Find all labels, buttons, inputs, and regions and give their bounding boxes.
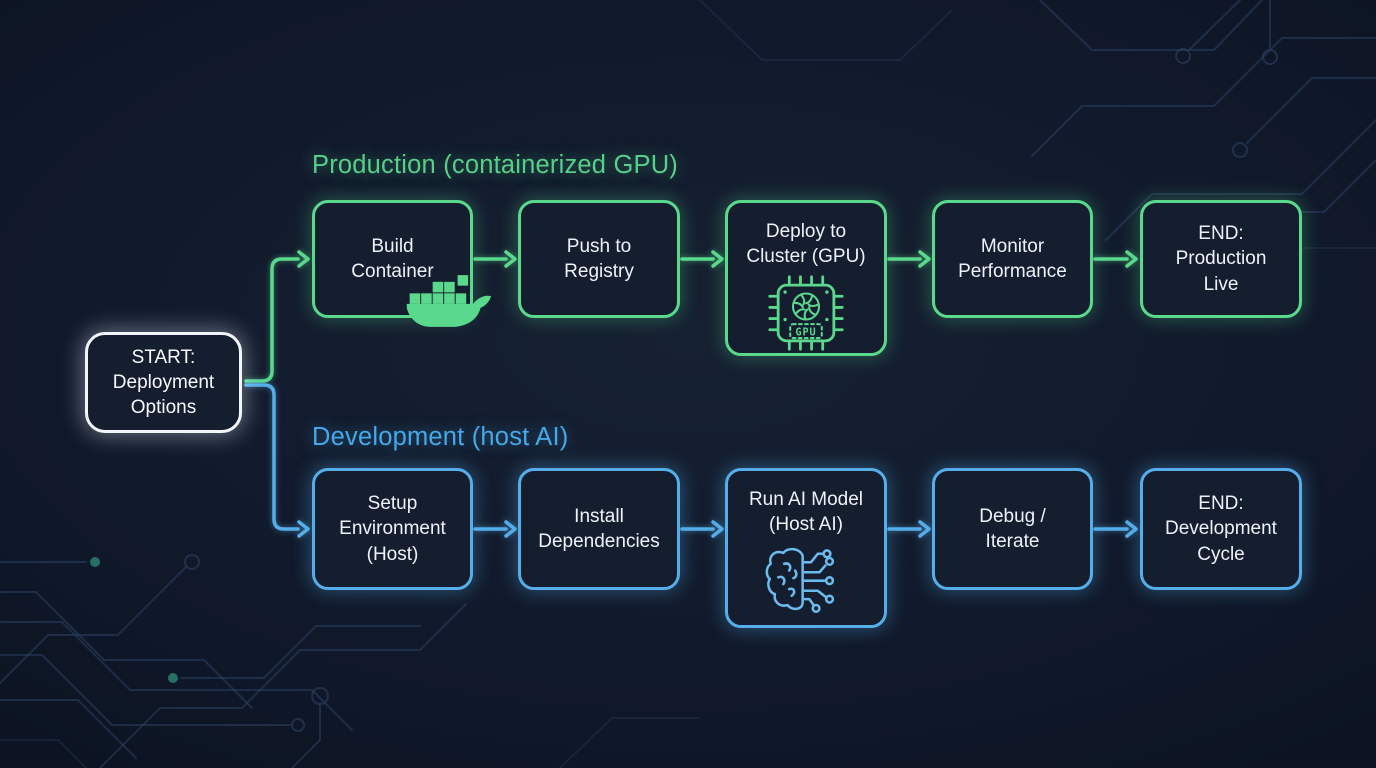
node-label: Debug / Iterate [979,505,1046,552]
node-start-deployment-options: START: Deployment Options [85,332,242,433]
node-label: Install Dependencies [538,505,660,552]
node-push-to-registry: Push to Registry [518,200,680,318]
node-setup-environment-host: Setup Environment (Host) [312,468,473,590]
gpu-chip-label: GPU [795,327,816,338]
node-deploy-to-cluster-gpu: Deploy to Cluster (GPU) GPU [725,200,887,356]
node-debug-iterate: Debug / Iterate [932,468,1093,590]
node-label: END: Production Live [1175,223,1267,295]
production-branch-title: Production (containerized GPU) [312,151,679,179]
node-label: Monitor Performance [958,235,1067,282]
node-label: END: Development Cycle [1165,493,1277,565]
docker-whale-icon [406,275,492,327]
node-label: Setup Environment (Host) [339,493,446,565]
ai-brain-circuit-icon [765,548,835,614]
node-end-production-live: END: Production Live [1140,200,1302,318]
development-branch-title: Development (host AI) [312,423,569,451]
node-build-container: Build Container [312,200,492,327]
node-install-dependencies: Install Dependencies [518,468,680,590]
node-monitor-performance: Monitor Performance [932,200,1093,318]
node-label: Push to Registry [564,235,634,282]
node-label: Deploy to Cluster (GPU) [746,221,866,268]
gpu-chip-icon: GPU [768,275,844,351]
start-node-label: START: Deployment Options [112,346,215,419]
node-label: Run AI Model (Host AI) [748,489,864,536]
node-end-development-cycle: END: Development Cycle [1140,468,1302,590]
node-label: Build Container [351,235,434,282]
node-run-ai-model-host-ai: Run AI Model (Host AI) [725,468,887,628]
